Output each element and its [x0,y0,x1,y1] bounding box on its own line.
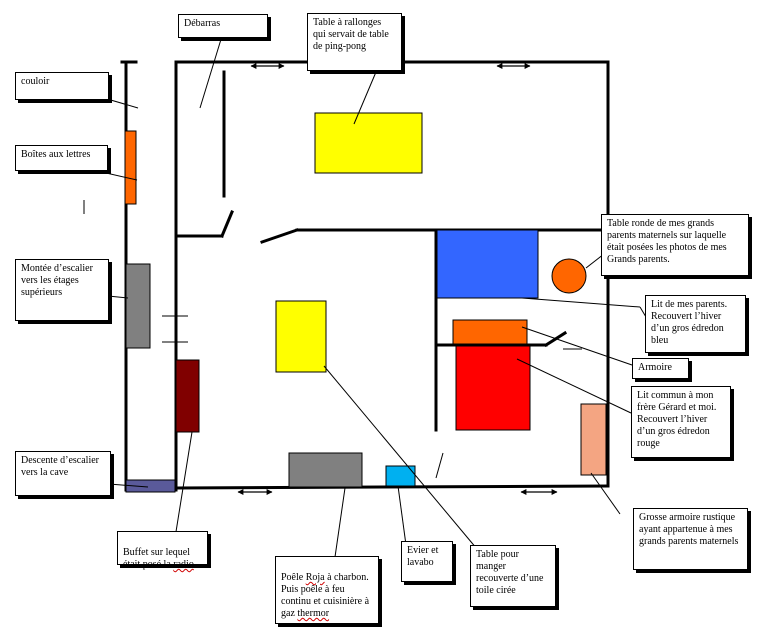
stair-marks [83,200,582,350]
ping-pong-table [314,112,423,174]
callout-couloir-text: couloir [21,76,50,87]
callout-lit-commun-text: Lit commun à mon frère Gérard et moi. Re… [637,390,717,449]
callout-grosse-armoire-text: Grosse armoire rustique ayant appartenue… [639,512,739,547]
callout-armoire: Armoire [632,358,689,379]
callout-evier-text: Evier et lavabo [407,545,439,568]
callout-boites-lettres: Boîtes aux lettres [15,145,108,171]
callout-montee-escalier-text: Montée d’escalier vers les étages supéri… [21,263,93,298]
callout-montee-escalier: Montée d’escalier vers les étages supéri… [15,259,109,321]
dining-table [275,300,327,373]
leader-table-rallonges [353,71,377,125]
leader-debarras [199,35,223,109]
callout-debarras-text: Débarras [184,18,221,29]
sink [385,465,416,487]
leader-lit-commun [516,358,632,414]
callout-descente-cave-text: Descente d’escalier vers la cave [21,455,100,478]
door-storage [220,210,234,238]
upstairs-staircase [125,263,151,349]
leader-montee [107,295,129,299]
callout-table-ronde-text: Table ronde de mes grands parents matern… [607,218,727,265]
callout-lit-parents: Lit de mes parents. Recouvert l’hiver d’… [645,295,746,353]
callout-table-manger-text: Table pour manger recouverte d’une toile… [476,549,544,596]
shared-bed [455,345,531,431]
callout-poele-thermor: thermor [297,608,330,619]
callout-table-rallonges-text: Table à rallonges qui servait de table d… [313,17,389,52]
furniture [124,112,607,493]
rustic-wardrobe [580,403,607,476]
round-table [551,258,587,294]
callout-table-rallonges: Table à rallonges qui servait de table d… [307,13,402,71]
callout-buffet: Buffet sur lequel était posé la radio. [117,531,208,570]
callout-couloir: couloir [15,72,109,100]
leader-buffet [174,431,193,539]
leader-grosse-armoire [590,472,621,515]
leader-poele [334,487,346,558]
callout-poele-prefix: Poêle [281,572,306,583]
door-middle [260,228,299,244]
callout-grosse-armoire: Grosse armoire rustique ayant appartenue… [633,508,748,570]
callout-poele-middle: à charbon. Puis poêle à feu continu et c… [281,572,370,619]
wardrobe [452,319,528,345]
callout-boites-lettres-text: Boîtes aux lettres [21,149,91,160]
callout-buffet-suffix: . [193,559,197,570]
leader-evier [397,485,407,546]
callout-table-ronde: Table ronde de mes grands parents matern… [601,214,749,276]
leader-lit-parents-b [521,297,641,308]
callout-debarras: Débarras [178,14,268,38]
leader-armoire [521,326,633,366]
callout-buffet-text: Buffet sur lequel était posé la [123,547,191,570]
leader-table-manger [323,365,478,550]
callout-table-manger: Table pour manger recouverte d’une toile… [470,545,556,607]
callout-armoire-text: Armoire [638,362,672,373]
callout-poele-roja: Roja [305,572,325,583]
callout-descente-cave: Descente d’escalier vers la cave [15,451,111,496]
callout-poele: Poêle Roja à charbon. Puis poêle à feu c… [275,556,379,624]
callout-buffet-radio: radio [173,559,194,570]
leader-lines [92,35,650,558]
bottom-wall [174,484,610,490]
mailboxes [124,130,137,205]
callout-evier: Evier et lavabo [401,541,453,582]
window-arrows [237,63,558,495]
cellar-staircase [125,479,176,493]
leader-stub [435,452,444,479]
callout-lit-commun: Lit commun à mon frère Gérard et moi. Re… [631,386,731,458]
leader-boites [92,169,138,181]
parents-bed [436,229,539,299]
callout-lit-parents-text: Lit de mes parents. Recouvert l’hiver d’… [651,299,728,346]
stove [288,452,363,488]
buffet [175,359,200,433]
